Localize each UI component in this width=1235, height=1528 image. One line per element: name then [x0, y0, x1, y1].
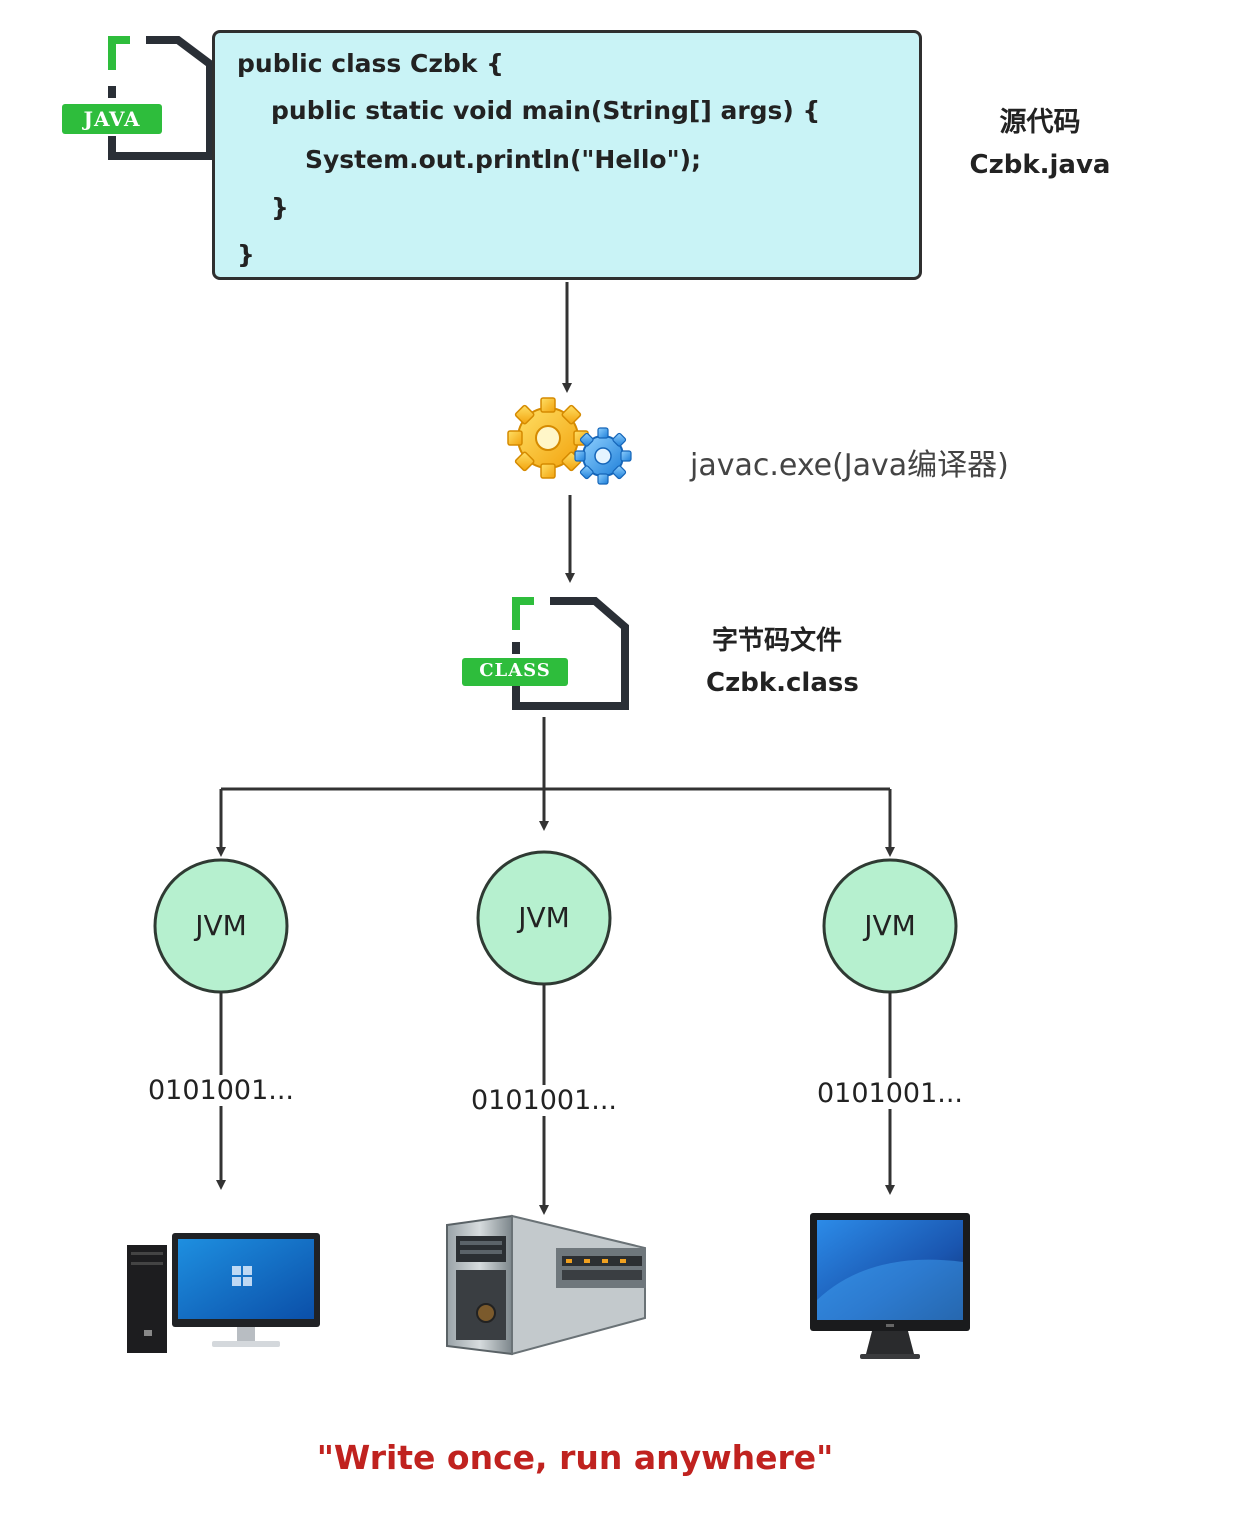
- jvm-label-1: JVM: [195, 909, 247, 942]
- java-file-icon: [62, 36, 214, 160]
- code-line-3: System.out.println("Hello");: [305, 145, 702, 174]
- bytecode-filename: Czbk.class: [706, 668, 859, 698]
- code-line-2: public static void main(String[] args) {: [271, 96, 821, 125]
- mac-monitor-icon: [810, 1213, 970, 1359]
- jvm-label-3: JVM: [864, 909, 916, 942]
- server-icon: [446, 1214, 646, 1356]
- gears-icon: [507, 397, 632, 485]
- code-line-1: public class Czbk {: [237, 49, 504, 78]
- class-file-icon: [462, 597, 629, 710]
- source-title: 源代码: [999, 107, 1081, 138]
- branch-connectors: [216, 717, 895, 857]
- jvm-label-2: JVM: [518, 901, 570, 934]
- class-badge-label: CLASS: [479, 660, 551, 681]
- source-code-box: public class Czbk { public static void m…: [212, 30, 922, 280]
- source-filename: Czbk.java: [969, 150, 1111, 180]
- code-line-4: }: [271, 193, 289, 222]
- binary-label-3: 0101001...: [790, 1078, 990, 1109]
- motto-text: "Write once, run anywhere": [316, 1438, 834, 1477]
- bytecode-title: 字节码文件: [712, 626, 843, 656]
- windows-pc-icon: [127, 1233, 320, 1353]
- code-line-5: }: [237, 240, 255, 269]
- binary-label-1: 0101001...: [121, 1075, 321, 1106]
- compiler-label: javac.exe(Java编译器): [690, 448, 1009, 483]
- java-badge-label: JAVA: [83, 107, 141, 131]
- binary-label-2: 0101001...: [444, 1085, 644, 1116]
